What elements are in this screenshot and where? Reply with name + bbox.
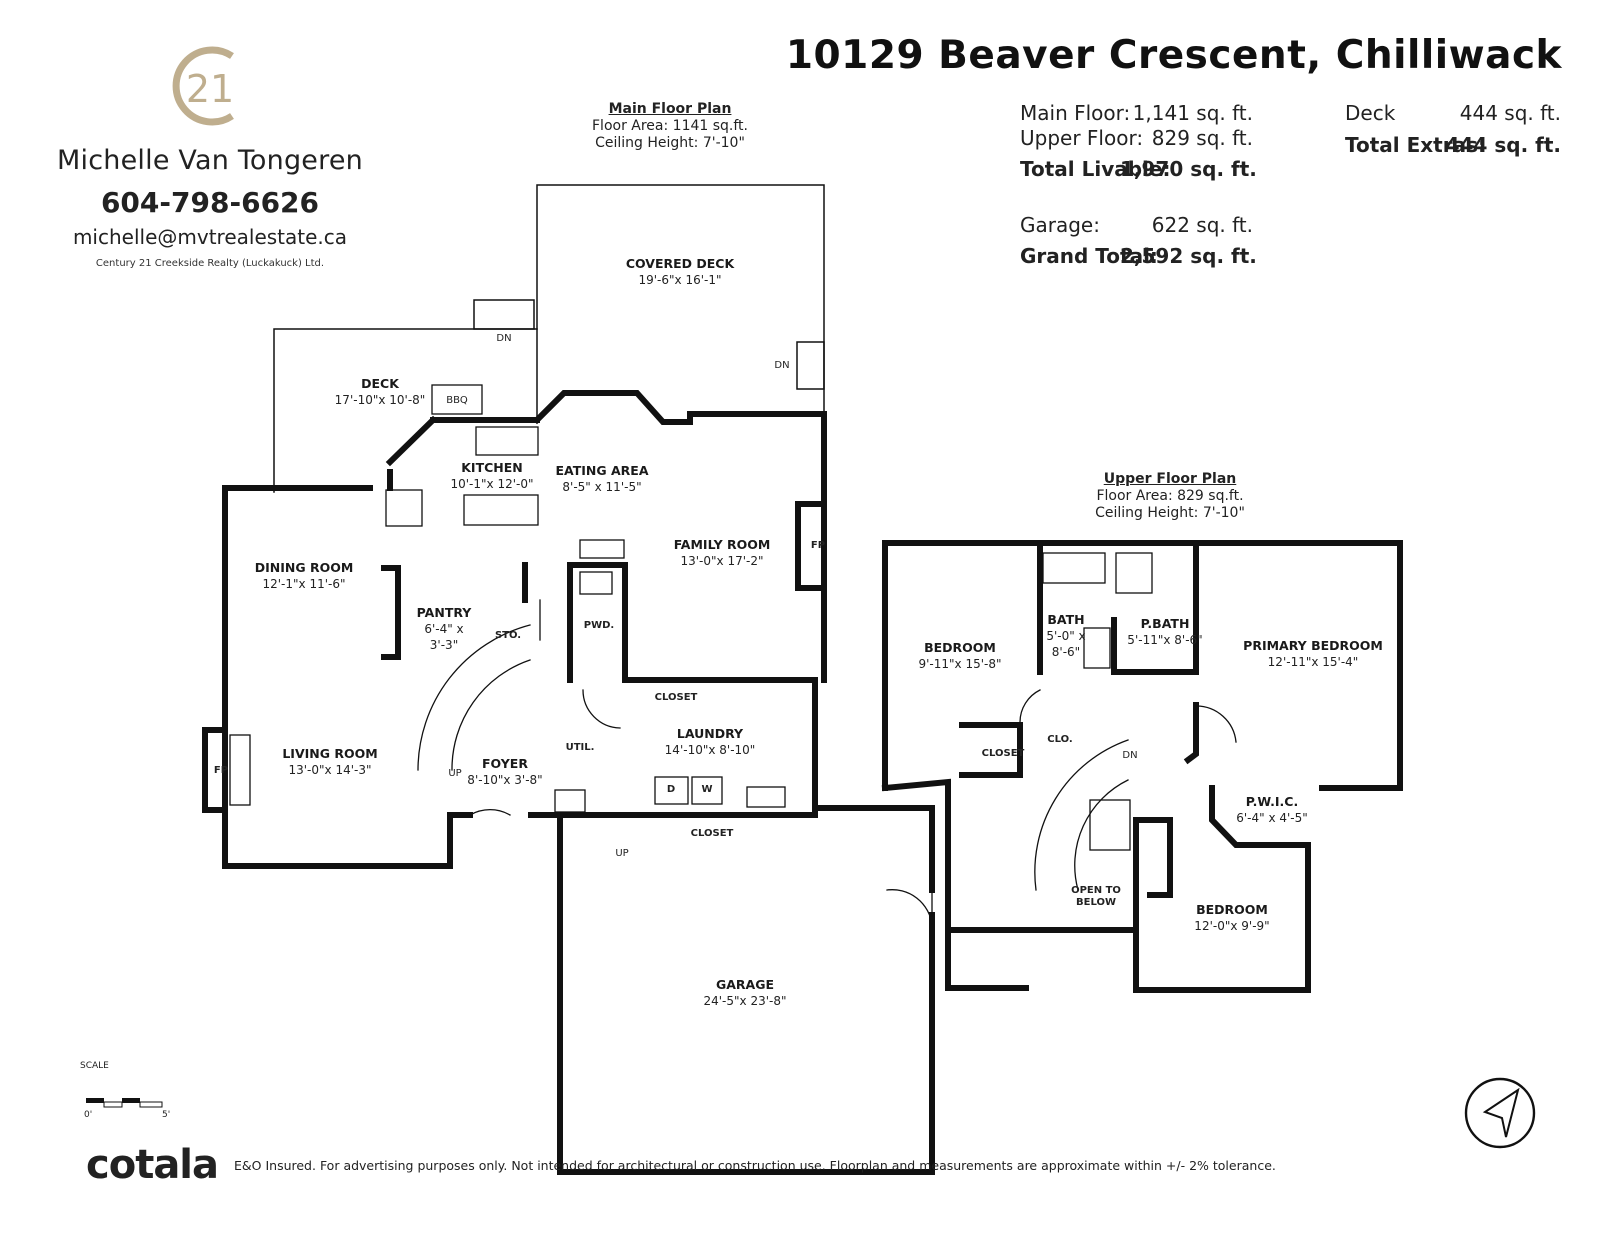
- label-util: UTIL.: [565, 742, 595, 753]
- label-open-to-below-1: OPEN TO: [1071, 885, 1121, 896]
- deck-value: 444 sq. ft.: [1459, 101, 1561, 125]
- total-livable-value: 1,970 sq. ft.: [1120, 157, 1257, 181]
- scale-bar: [86, 1098, 163, 1108]
- upper-floor-label: Upper Floor:: [1020, 126, 1144, 150]
- label-open-to-below-2: BELOW: [1076, 897, 1116, 908]
- label-clo: CLO.: [1047, 734, 1073, 745]
- room-deck: DECK 17'-10"x 10'-8": [334, 376, 426, 407]
- upper-floor-value: 829 sq. ft.: [1151, 126, 1253, 150]
- room-p-bath: P.BATH 5'-11"x 8'-6": [1127, 616, 1203, 647]
- label-closet-laundry: CLOSET: [654, 692, 698, 703]
- deck-outline: [273, 299, 825, 493]
- main-floor-fixtures: [229, 384, 933, 926]
- room-pantry: PANTRY 6'-4" x 3'-3": [416, 605, 472, 652]
- century21-logo-icon: 21: [172, 46, 234, 126]
- label-fp-family: FP: [810, 540, 826, 551]
- scale-label: SCALE: [80, 1061, 109, 1071]
- main-floor-label: Main Floor:: [1020, 101, 1131, 125]
- deck-label: Deck: [1345, 101, 1396, 125]
- label-up-stair: UP: [448, 768, 462, 779]
- label-fp-living: FP: [213, 765, 229, 776]
- label-washer: W: [701, 784, 713, 795]
- room-garage: GARAGE 24'-5"x 23'-8": [703, 977, 787, 1008]
- agent-brokerage: Century 21 Creekside Realty (Luckakuck) …: [95, 258, 325, 269]
- room-primary-bedroom: PRIMARY BEDROOM 12'-11"x 15'-4": [1243, 638, 1383, 669]
- room-bath: BATH 5'-0" x 8'-6": [1046, 612, 1086, 659]
- label-dn-deck: DN: [496, 333, 512, 344]
- garage-value: 622 sq. ft.: [1151, 213, 1253, 237]
- main-plan-title: Main Floor Plan: [608, 101, 732, 117]
- disclaimer-text: E&O Insured. For advertising purposes on…: [234, 1158, 1276, 1173]
- agent-name: Michelle Van Tongeren: [57, 145, 363, 176]
- label-closet-garage: CLOSET: [690, 828, 734, 839]
- scale-max: 5': [162, 1110, 171, 1120]
- room-pwic: P.W.I.C. 6'-4" x 4'-5": [1236, 794, 1308, 825]
- room-bedroom-left: BEDROOM 9'-11"x 15'-8": [918, 640, 1002, 671]
- upper-plan-ceiling: Ceiling Height: 7'-10": [1095, 505, 1245, 521]
- room-foyer: FOYER 8'-10"x 3'-8": [467, 756, 543, 787]
- total-livable-label: Total Livable:: [1020, 157, 1171, 181]
- main-plan-area: Floor Area: 1141 sq.ft.: [592, 118, 748, 134]
- cotala-logo: cotala: [86, 1142, 219, 1188]
- room-covered-deck: COVERED DECK 19'-6"x 16'-1": [625, 256, 735, 287]
- label-bbq: BBQ: [446, 395, 468, 406]
- room-family-room: FAMILY ROOM 13'-0"x 17'-2": [673, 537, 771, 568]
- room-laundry: LAUNDRY 14'-10"x 8'-10": [664, 726, 756, 757]
- garage-label: Garage:: [1020, 213, 1100, 237]
- logo-text: 21: [186, 67, 234, 111]
- room-living-room: LIVING ROOM 13'-0"x 14'-3": [282, 746, 378, 777]
- room-bedroom-lower: BEDROOM 12'-0"x 9'-9": [1194, 902, 1270, 933]
- north-arrow-icon: [1464, 1077, 1536, 1149]
- property-address: 10129 Beaver Crescent, Chilliwack: [785, 33, 1562, 78]
- agent-email: michelle@mvtrealestate.ca: [72, 225, 348, 249]
- main-plan-ceiling: Ceiling Height: 7'-10": [595, 135, 745, 151]
- label-dn-covered: DN: [774, 360, 790, 371]
- room-eating-area: EATING AREA 8'-5" x 11'-5": [555, 463, 649, 494]
- total-extras-label: Total Extras:: [1345, 133, 1486, 157]
- room-dining-room: DINING ROOM 12'-1"x 11'-6": [254, 560, 354, 591]
- main-floor-value: 1,141 sq. ft.: [1132, 101, 1253, 125]
- main-plan-header: Main Floor Plan Floor Area: 1141 sq.ft. …: [575, 101, 765, 152]
- grand-total-label: Grand Total:: [1020, 244, 1158, 268]
- label-sto: STO.: [494, 630, 522, 641]
- label-closet-upper: CLOSET: [981, 748, 1025, 759]
- label-pwd: PWD.: [583, 620, 615, 631]
- total-extras-value: 444 sq. ft.: [1445, 133, 1561, 157]
- label-up-garage: UP: [615, 848, 629, 859]
- label-dryer: D: [666, 784, 676, 795]
- room-kitchen: KITCHEN 10'-1"x 12'-0": [450, 460, 534, 491]
- main-floor-walls: [202, 390, 935, 1175]
- upper-plan-area: Floor Area: 829 sq.ft.: [1096, 488, 1244, 504]
- upper-floor-walls: [881, 540, 1403, 993]
- agent-phone: 604-798-6626: [100, 186, 320, 219]
- grand-total-value: 2,592 sq. ft.: [1120, 244, 1257, 268]
- scale-min: 0': [84, 1110, 93, 1120]
- upper-plan-title: Upper Floor Plan: [1103, 471, 1237, 487]
- upper-floor-fixtures: [1019, 552, 1237, 891]
- label-dn-upper: DN: [1122, 750, 1138, 761]
- upper-plan-header: Upper Floor Plan Floor Area: 829 sq.ft. …: [1075, 471, 1265, 522]
- covered-deck-outline: [536, 184, 825, 421]
